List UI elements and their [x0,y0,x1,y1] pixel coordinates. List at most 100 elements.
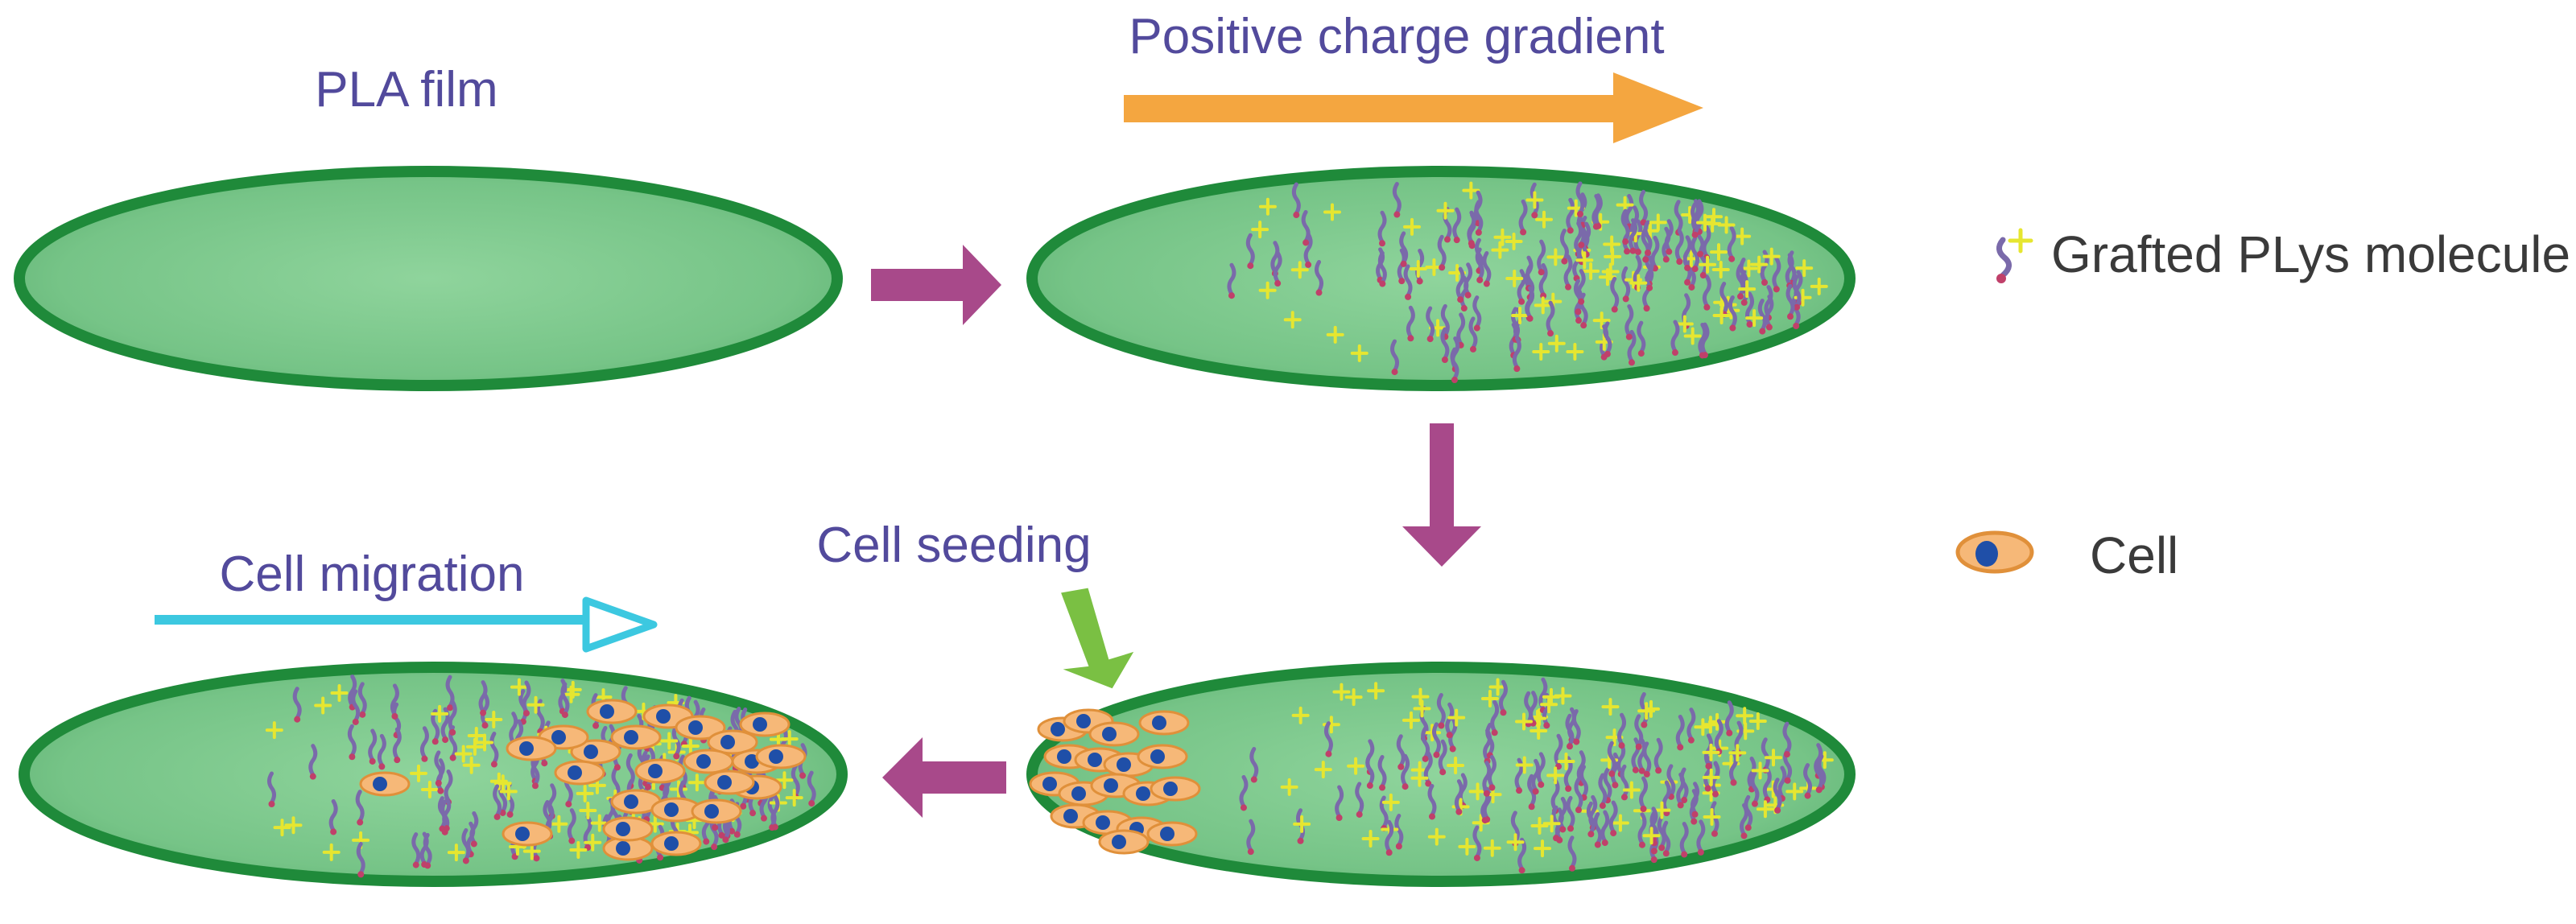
plus-sign [584,833,602,852]
plus-sign [1361,829,1380,848]
plys-molecule [489,732,499,768]
plys-molecule [1323,721,1333,757]
plus-sign [1582,262,1600,280]
plus-sign [590,814,609,832]
surface-decorations [265,181,1834,878]
plys-molecule [1724,700,1734,736]
plus-sign [1745,309,1764,328]
cell [707,729,758,755]
plys-molecule [357,682,367,718]
plys-molecule [807,770,816,807]
plys-molecule [1803,763,1813,799]
plys-molecule [1682,235,1692,271]
plys-molecule [1448,716,1458,753]
process-arrow-left [882,737,1006,818]
plys-molecule [423,832,432,869]
plus-sign [1532,342,1550,361]
plys-molecule [356,841,365,878]
plys-molecule [1455,266,1465,303]
plys-molecule [1703,756,1713,792]
plus-sign [1712,307,1731,325]
plus-sign [550,815,568,833]
cell [502,821,553,847]
plus-sign [273,819,291,837]
legend-molecule-label: Grafted PLys molecule [2051,225,2570,283]
plys-molecule [1315,260,1323,296]
plus-sign [1733,227,1752,245]
plus-sign [1480,690,1499,708]
plys-molecule [1401,753,1410,790]
plys-molecule [522,680,531,717]
plys-molecule [1438,739,1447,776]
plys-molecule [1303,232,1313,268]
plus-sign [1535,210,1554,229]
plys-molecule [1531,758,1541,795]
plys-molecule [292,687,302,723]
process-arrow-right [871,245,1001,325]
plys-molecule [1245,233,1255,270]
plys-molecule [1406,305,1415,342]
plys-molecule [1399,231,1409,267]
plys-molecule [1536,752,1546,788]
plys-molecule [1703,733,1713,769]
cell [755,744,807,769]
plus-sign [510,678,528,696]
plys-molecule [1750,771,1760,807]
plys-molecule [1565,713,1575,750]
plys-molecule [1765,295,1774,331]
plys-molecule [478,680,488,716]
plys-molecule [1437,234,1447,271]
plus-sign [1554,687,1572,705]
plus-sign [1515,756,1534,774]
plys-molecule [1637,812,1647,848]
plus-sign [1534,296,1552,315]
plys-molecule [392,727,402,764]
plus-sign [1409,259,1427,278]
plus-sign [1290,261,1309,279]
plys-molecule [1610,276,1620,313]
plys-molecule [1728,295,1737,332]
plus-sign [1566,342,1584,361]
plys-molecule [1487,755,1496,791]
plys-molecule [1629,218,1637,254]
plys-molecule [1450,347,1459,384]
plus-sign [785,789,803,807]
plys-molecule [1355,782,1364,818]
plus-sign [1511,307,1530,325]
plus-sign [1367,682,1385,700]
plys-molecule [1490,699,1500,736]
plus-sign [330,684,349,703]
plus-sign [475,733,493,752]
plys-molecule [1482,761,1492,797]
plus-sign [1323,203,1341,221]
plus-sign [1283,311,1302,329]
plus-sign [431,704,449,723]
cell [704,769,755,795]
plys-molecule [1558,796,1567,833]
plus-sign [467,726,485,745]
plus-sign [579,802,597,820]
plus-sign [1756,800,1774,819]
plys-molecule [1772,256,1781,293]
plus-sign [1622,781,1641,799]
plys-molecule [1607,740,1616,778]
cell [586,699,638,724]
plus-sign [1675,315,1694,333]
plus-sign [1505,270,1524,288]
plus-sign [1258,197,1277,216]
cell [610,724,662,750]
cell [554,760,605,786]
plus-sign [681,737,700,756]
plys-molecule [1664,219,1674,255]
plys-molecule [377,733,386,770]
plus-sign [1447,757,1465,775]
plus-sign [1649,213,1667,232]
plys-molecule [1792,274,1802,311]
plus-sign [1592,311,1611,330]
plys-molecule [1396,734,1406,770]
plus-sign [1762,247,1781,266]
plys-molecule [1227,262,1236,299]
plus-sign [775,771,794,790]
plys-molecule [1394,814,1404,850]
